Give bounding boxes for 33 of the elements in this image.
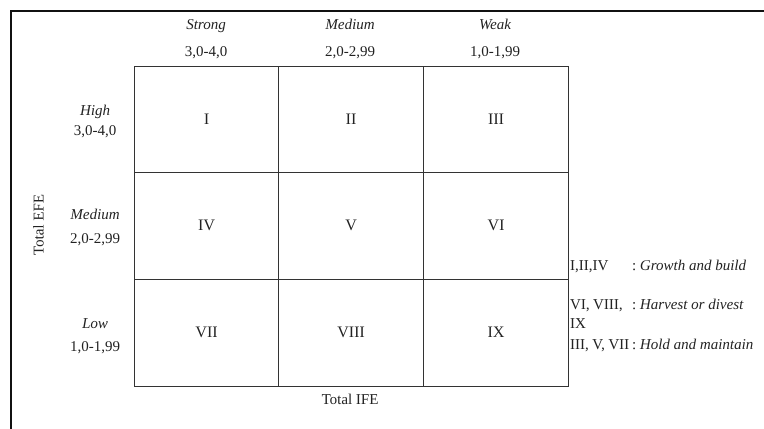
- axis-title: Total IFE: [320, 391, 380, 410]
- cell-numeral: II: [346, 110, 356, 128]
- range-label: 3,0-4,0: [184, 43, 228, 62]
- range-label: 3,0-4,0: [72, 122, 118, 141]
- axis-title: Total EFE: [30, 192, 48, 258]
- cell-numeral: IX: [488, 324, 504, 342]
- matrix-cell: [134, 66, 279, 173]
- zone-key: I,II,IV: [570, 257, 632, 276]
- row-heading: High: [78, 102, 111, 121]
- matrix-cell: [134, 279, 279, 387]
- column-heading: Weak: [478, 16, 512, 35]
- range-label: 2,0-2,99: [324, 43, 376, 62]
- matrix-cell: [423, 66, 569, 173]
- range-label: 2,0-2,99: [69, 230, 121, 249]
- column-heading: Medium: [324, 16, 376, 35]
- cell-numeral: IV: [198, 217, 215, 235]
- row-heading: Low: [81, 315, 109, 334]
- row-heading: Medium: [69, 206, 121, 225]
- range-label: 1,0-1,99: [469, 43, 521, 62]
- strategy-note: : Harvest or divest: [632, 296, 744, 315]
- cell-numeral: V: [345, 217, 357, 235]
- column-heading: Strong: [185, 16, 227, 35]
- cell-numeral: I: [204, 110, 210, 128]
- range-label: 1,0-1,99: [69, 338, 121, 357]
- cell-numeral: VIII: [337, 324, 365, 342]
- strategy-note: : Growth and build: [632, 257, 748, 276]
- cell-numeral: VI: [488, 217, 504, 235]
- zone-key: VI, VIII, IX: [570, 296, 632, 334]
- cell-numeral: III: [488, 110, 504, 128]
- strategy-note: : Hold and maintain: [632, 336, 754, 355]
- zone-key: III, V, VII: [570, 336, 632, 355]
- cell-numeral: VII: [195, 324, 218, 342]
- matrix-cell: [423, 279, 569, 387]
